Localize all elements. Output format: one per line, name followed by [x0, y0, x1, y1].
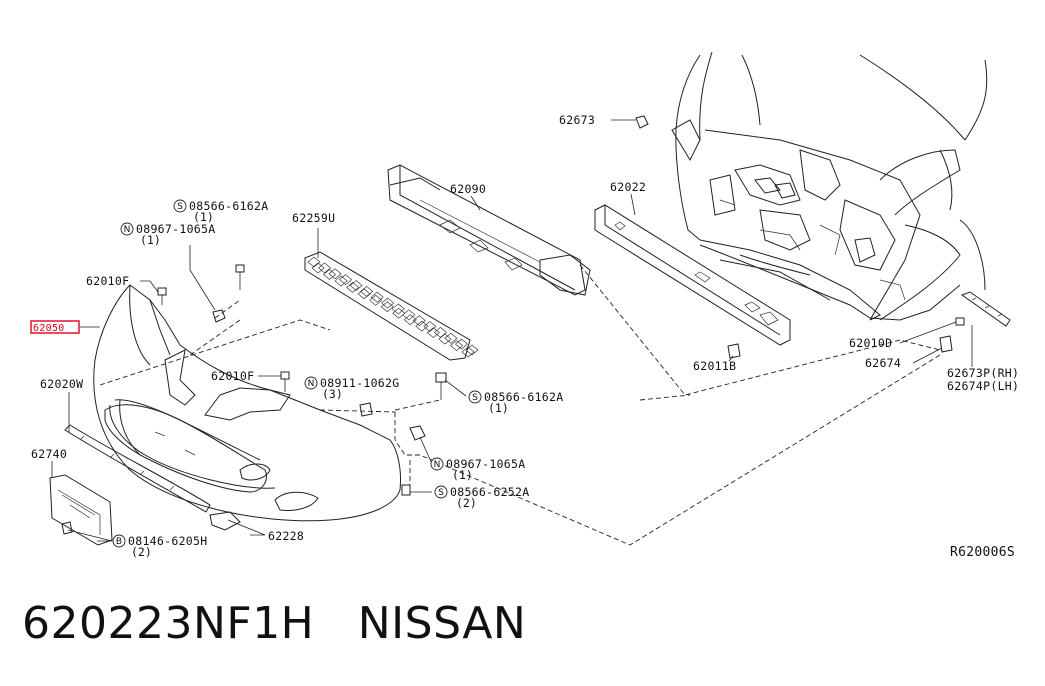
label-b1: 08146-6205H	[128, 534, 207, 548]
label-n1: 08967-1065A	[136, 222, 215, 236]
prefix-s3: S	[438, 488, 444, 498]
prefix-n2: N	[308, 379, 315, 389]
part-62020W-strip	[64, 424, 211, 513]
label-62010F-a: 62010F	[86, 274, 129, 288]
label-62020W: 62020W	[40, 377, 83, 391]
qty-s3: (2)	[456, 496, 477, 510]
prefix-n3: N	[434, 460, 441, 470]
assembly-lines	[99, 264, 941, 546]
label-62674P: 62674P(LH)	[947, 379, 1019, 393]
label-62010F-b: 62010F	[211, 369, 254, 383]
highlight-box-62050	[30, 320, 80, 334]
part-62050-bumper-fascia	[93, 284, 401, 531]
caption: 620223NF1H NISSAN	[22, 598, 526, 649]
label-s2: 08566-6162A	[484, 390, 563, 404]
label-s3: 08566-6252A	[450, 485, 529, 499]
qty-n3: (1)	[452, 468, 473, 482]
label-62050: 62050	[33, 323, 65, 334]
prefix-s2: S	[472, 393, 478, 403]
callout-labels: 62673 62090 62022 62259U S 08566-6162A (…	[30, 113, 1019, 560]
leader-lines	[51, 119, 973, 542]
label-n2: 08911-1062G	[320, 376, 399, 390]
caption-brand: NISSAN	[357, 598, 527, 649]
label-62673-top: 62673	[559, 113, 595, 127]
label-n3: 08967-1065A	[446, 457, 525, 471]
qty-b1: (2)	[131, 545, 152, 559]
part-62259U-grille	[304, 251, 479, 361]
qty-s1: (1)	[193, 210, 214, 224]
prefix-s1: S	[177, 202, 183, 212]
fasteners	[61, 115, 1011, 535]
diagram-reference: R620006S	[950, 545, 1015, 560]
vehicle-front-body	[671, 51, 988, 321]
label-s1: 08566-6162A	[189, 199, 268, 213]
qty-n2: (3)	[322, 387, 343, 401]
prefix-b1: B	[116, 537, 122, 547]
qty-n1: (1)	[140, 233, 161, 247]
part-62022-beam	[594, 204, 791, 346]
label-62673P: 62673P(RH)	[947, 366, 1019, 380]
label-62010D: 62010D	[849, 336, 892, 350]
label-62740: 62740	[31, 447, 67, 461]
label-62228: 62228	[268, 529, 304, 543]
caption-part-number: 620223NF1H	[22, 598, 315, 649]
label-62011B: 62011B	[693, 359, 736, 373]
part-62090-reinforcement	[387, 164, 591, 296]
label-62674: 62674	[865, 356, 901, 370]
qty-s2: (1)	[488, 401, 509, 415]
label-62259U: 62259U	[292, 211, 335, 225]
part-62740-license-bracket	[49, 474, 113, 546]
prefix-n1: N	[124, 225, 131, 235]
label-62090: 62090	[450, 182, 486, 196]
label-62022: 62022	[610, 180, 646, 194]
